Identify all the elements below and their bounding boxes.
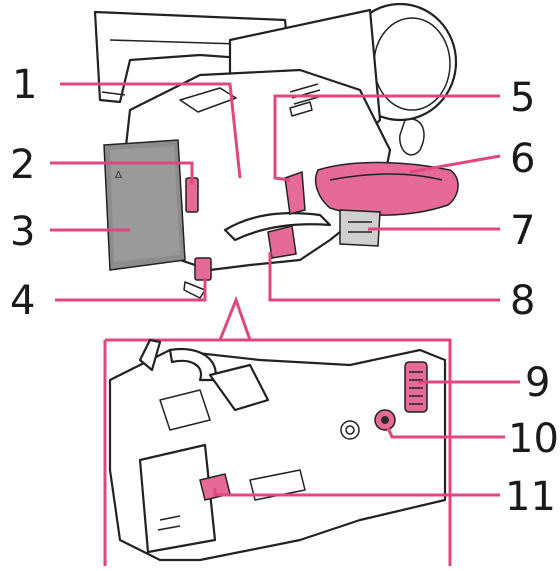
- grip-belt: [316, 163, 458, 216]
- zoom-pointer: [220, 300, 250, 340]
- grip-strap-ring: [400, 119, 424, 155]
- callout-1: 1: [12, 62, 37, 108]
- camcorder-bottom-illustration: [110, 340, 445, 560]
- leader-4: [55, 278, 205, 300]
- callout-5: 5: [510, 75, 535, 121]
- svg-text:Δ: Δ: [115, 170, 122, 181]
- callout-3: 3: [10, 209, 35, 255]
- battery-compartment: [140, 445, 215, 552]
- tripod-hole-pink-inner: [381, 416, 389, 424]
- callout-8: 8: [510, 278, 535, 324]
- callout-10: 10: [508, 416, 559, 462]
- callout-7: 7: [510, 208, 535, 254]
- dc-cover: [184, 282, 205, 298]
- dc-in-jack: [195, 258, 211, 280]
- callout-9: 9: [525, 360, 550, 406]
- usb-terminal: [268, 226, 296, 258]
- callout-11: 11: [505, 474, 556, 520]
- camcorder-top-illustration: Δ: [95, 4, 458, 298]
- leader-6: [410, 156, 500, 172]
- callout-6: 6: [510, 136, 535, 182]
- callout-4: 4: [10, 278, 35, 324]
- leader-8: [270, 252, 500, 300]
- callout-2: 2: [10, 142, 35, 188]
